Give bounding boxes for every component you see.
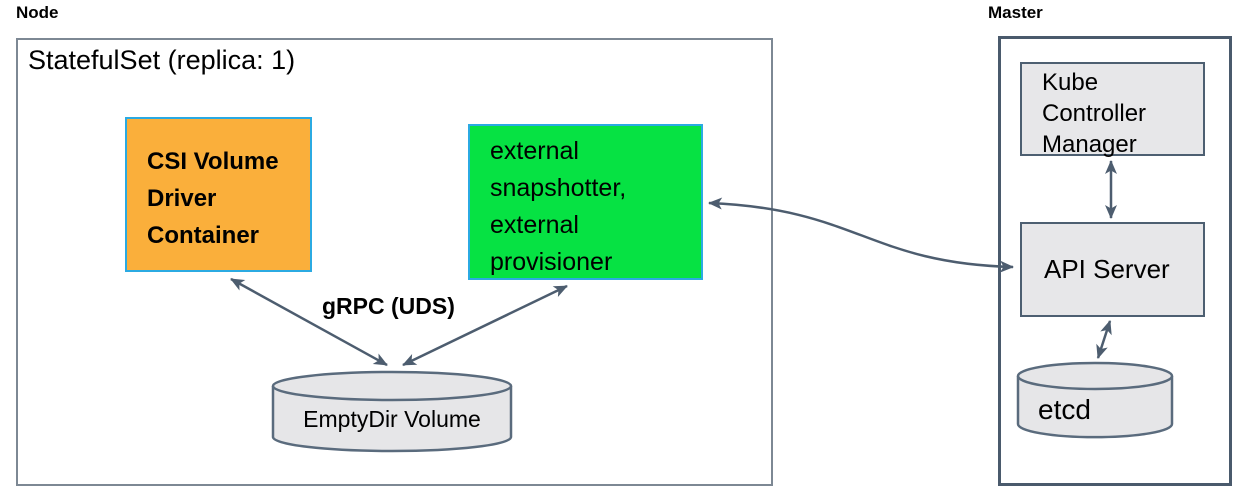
kube-controller-manager-box: Kube Controller Manager — [1020, 62, 1205, 158]
master-section-label: Master — [988, 3, 1043, 22]
emptydir-volume-label: EmptyDir Volume — [303, 406, 481, 432]
statefulset-title: StatefulSet (replica: 1) — [28, 45, 296, 75]
etcd-label: etcd — [1038, 394, 1091, 425]
grpc-uds-label: gRPC (UDS) — [322, 293, 455, 319]
csi-volume-driver-container-box: CSI Volume Driver Container — [125, 117, 312, 272]
external-snapshotter-provisioner-box: external snapshotter, external provision… — [468, 124, 703, 280]
api-server-box: API Server — [1020, 222, 1205, 317]
node-section-label: Node — [16, 3, 59, 22]
